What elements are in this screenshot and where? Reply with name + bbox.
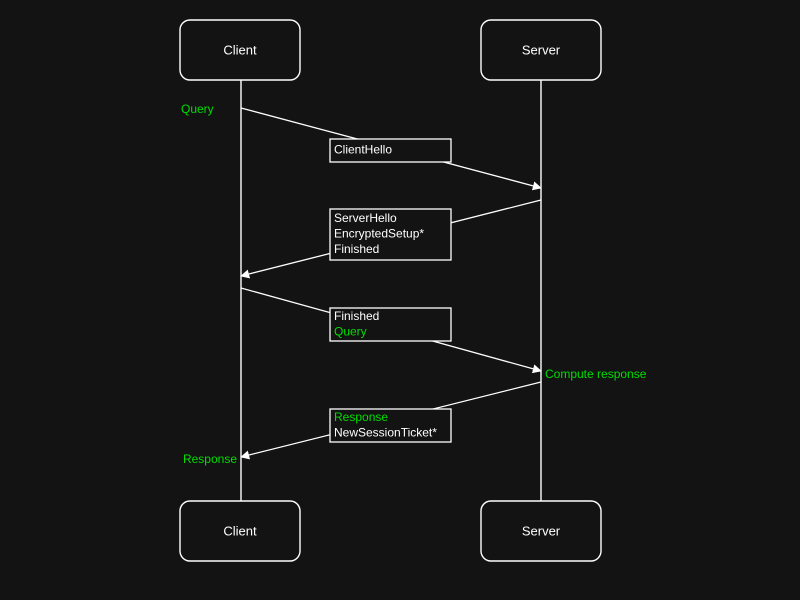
lifelines-group xyxy=(240,80,542,501)
actor-box-shape xyxy=(179,19,301,81)
actor-box-server-top[interactable]: Server xyxy=(480,19,602,81)
actor-label: Server xyxy=(522,523,561,538)
note-line: Query xyxy=(334,324,367,338)
actor-box-server-bottom[interactable]: Server xyxy=(480,500,602,562)
actor-label: Client xyxy=(223,523,257,538)
annotation-compute-response: Compute response xyxy=(545,367,647,381)
note-line: NewSessionTicket* xyxy=(334,425,437,439)
note-box-shape xyxy=(329,408,452,443)
actor-label: Server xyxy=(522,42,561,57)
note-line: Finished xyxy=(334,309,379,323)
msg-clienthello-note[interactable]: ClientHello xyxy=(329,138,452,163)
actor-box-shape xyxy=(480,500,602,562)
actor-box-shape xyxy=(480,19,602,81)
note-line: ServerHello xyxy=(334,211,397,225)
note-box-shape xyxy=(329,208,452,261)
note-line: ClientHello xyxy=(334,143,392,157)
note-line: Finished xyxy=(334,242,379,256)
annotation-response: Response xyxy=(183,452,237,466)
note-line: EncryptedSetup* xyxy=(334,227,424,241)
note-box-shape xyxy=(329,307,452,342)
actor-label: Client xyxy=(223,42,257,57)
note-box-shape xyxy=(329,138,452,163)
actor-box-client-bottom[interactable]: Client xyxy=(179,500,301,562)
actor-box-shape xyxy=(179,500,301,562)
notes-group: ClientHelloServerHelloEncryptedSetup*Fin… xyxy=(329,138,452,443)
note-line: Response xyxy=(334,410,388,424)
actor-box-client-top[interactable]: Client xyxy=(179,19,301,81)
annotation-query: Query xyxy=(181,102,214,116)
